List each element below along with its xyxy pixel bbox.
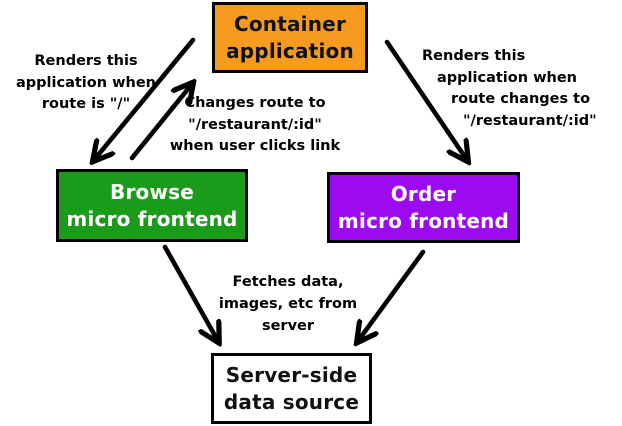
edge-label-line: Changes route to (184, 95, 326, 111)
edge-label-line: "/restaurant/:id" (188, 116, 322, 133)
node-label-line: data source (223, 389, 360, 414)
arrow-order-to-server (358, 249, 426, 341)
edge-label-renders-restaurant-route: Renders this application when route chan… (420, 46, 597, 132)
arrow-browse-to-server (162, 244, 218, 341)
node-order-micro-frontend: Order micro frontend (327, 172, 520, 243)
edge-label-line: when user clicks link (169, 138, 341, 154)
edge-label-line: route is "/" (41, 96, 131, 112)
edge-label-line: Fetches data, (232, 274, 344, 290)
node-label-line: micro frontend (66, 206, 238, 231)
node-label-line: micro frontend (337, 208, 510, 233)
node-label-line: Browse (110, 179, 194, 204)
node-label-line: application (226, 38, 354, 63)
node-label-line: Container (233, 11, 347, 36)
edge-label-line: application when (16, 74, 156, 91)
edge-label-line: Renders this (34, 53, 138, 69)
edge-label-renders-root-route: Renders this application when route is "… (2, 51, 170, 116)
edge-label-changes-route: Changes route to "/restaurant/:id" when … (153, 93, 357, 158)
edge-label-line: server (261, 318, 315, 334)
node-label-line: Order (390, 181, 457, 206)
node-browse-micro-frontend: Browse micro frontend (56, 169, 248, 242)
edge-label-line: Renders this (422, 48, 526, 64)
node-label-line: Server-side (225, 362, 358, 387)
node-server-side-data-source: Server-side data source (211, 353, 372, 424)
edge-label-line: application when (437, 69, 577, 86)
edge-label-line: route changes to (451, 91, 591, 107)
edge-label-line: "/restaurant/:id" (463, 112, 597, 129)
edge-label-line: images, etc from (218, 296, 358, 312)
arrow-container-to-browse (94, 37, 196, 160)
node-container-application: Container application (212, 2, 368, 73)
arrow-container-to-order (384, 39, 467, 160)
arrow-browse-to-container (129, 84, 192, 161)
edge-label-fetches-data: Fetches data, images, etc from server (203, 271, 373, 337)
